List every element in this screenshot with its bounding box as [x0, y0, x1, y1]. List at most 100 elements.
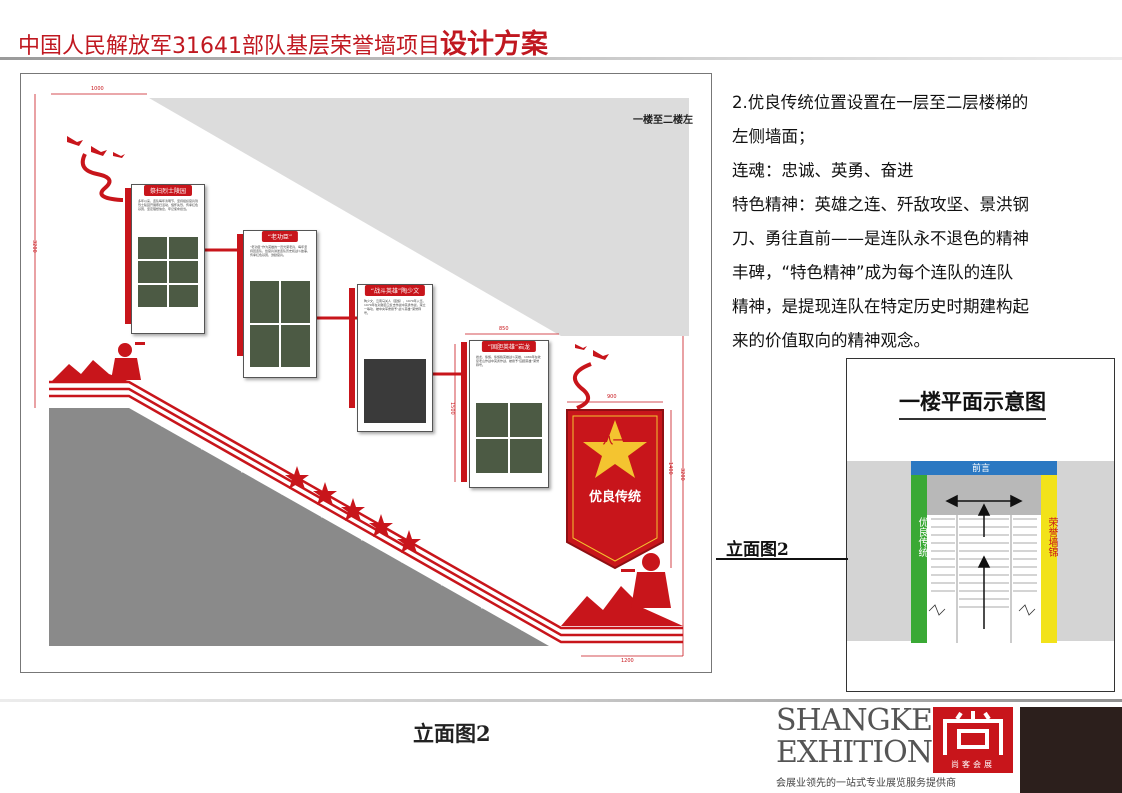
photo	[138, 261, 167, 283]
desc-line: 2.优良传统位置设置在一层至二层楼梯的	[732, 93, 1029, 112]
doves-left-icon	[67, 136, 125, 158]
banner-label: 优良传统	[588, 490, 641, 505]
plan-top-label: 前言	[972, 464, 991, 474]
logo-text-line1: SHANGKE	[776, 703, 933, 738]
desc-line: 精神，是提现连队在特定历史时期建构起	[732, 297, 1029, 316]
banner-border	[572, 415, 658, 562]
title-divider	[0, 57, 1122, 60]
panel-1: 祭扫烈士陵园 多年以来，连队每年清明节，坚持组织官兵到烈士陵园开展祭扫活动，缅怀…	[131, 184, 205, 334]
desc-line: 左侧墙面；	[732, 127, 815, 146]
panel3-sidebar	[349, 288, 355, 408]
dim-top-width: 1000	[91, 86, 104, 92]
company-tagline: 会展业领先的一站式专业展览服务提供商	[776, 778, 956, 789]
title-main: 中国人民解放军31641部队基层荣誉墙项目	[18, 34, 440, 59]
plan-arrows	[945, 494, 1023, 629]
elevation-caption: 立面图2	[413, 721, 491, 746]
portrait-photo	[364, 359, 426, 423]
plan-green-wall	[911, 475, 927, 643]
panel4-sidebar	[461, 342, 467, 482]
panel-3-body: 陶少文，云南马关人（苗族），1970年入伍，1979年在对越自卫反击作战中英勇作…	[364, 299, 426, 315]
soldier-right-icon	[621, 553, 671, 608]
photo	[138, 237, 167, 259]
dim-bottom-width: 1200	[621, 658, 634, 664]
panel-2-heading: “老功臣”	[261, 231, 299, 242]
stair-steps	[161, 425, 531, 631]
title-emphasis: 设计方案	[440, 29, 548, 60]
footer-divider	[0, 699, 1122, 702]
dimension-lines	[34, 93, 684, 657]
photo	[510, 439, 542, 473]
mountain-right	[561, 586, 683, 626]
photo	[169, 261, 198, 283]
plan-pointer-label: 立面图2	[726, 540, 789, 560]
ribbon-right	[572, 362, 592, 410]
panel-2-photos	[250, 281, 310, 367]
soldier-left-icon	[111, 342, 145, 380]
floor-plan: 一楼平面示意图	[846, 358, 1115, 692]
plan-floor	[847, 643, 1114, 691]
panel-2: “老功臣” “老功臣”作为英雄的一员光荣老兵，每年坚持回连队，给官兵讲述连队历史…	[243, 230, 317, 378]
elevation-drawing: 1000 3200 1200 850 1500 900 1400 3200 一楼…	[20, 73, 712, 673]
panel1-sidebar	[125, 188, 131, 324]
desc-line: 丰碑，“特色精神”成为每个连队的连队	[732, 263, 1014, 282]
panel-1-photos	[138, 237, 198, 307]
panel-4-heading: “固胆英雄”岩龙	[481, 341, 537, 352]
plan-pointer-line	[716, 558, 848, 560]
doves-right-icon	[575, 344, 609, 360]
photo	[169, 285, 198, 307]
photo	[281, 325, 310, 367]
dim-left-height: 3200	[31, 240, 37, 253]
logo-mark: 尚客会展	[933, 707, 1013, 773]
panel-1-heading: 祭扫烈士陵园	[143, 185, 193, 196]
logo-glyph-icon	[943, 711, 1003, 755]
panel-2-body: “老功臣”作为英雄的一员光荣老兵，每年坚持回连队，给官兵讲述连队历史和战斗故事，…	[250, 245, 311, 257]
photo	[250, 281, 279, 323]
panel-4-body: 岩龙，傣族，傣族籍英雄战斗英雄，1984年在收复老山作战中英勇作战，被授予“固胆…	[476, 355, 541, 367]
panel-1-body: 多年以来，连队每年清明节，坚持组织官兵到烈士陵园开展祭扫活动，缅怀先烈，传承红色…	[138, 199, 199, 211]
panel-3-heading: “战斗英雄”陶少文	[364, 285, 426, 296]
dim-banner-width: 900	[607, 394, 617, 400]
banner-star-icon	[583, 420, 647, 478]
panel-4: “固胆英雄”岩龙 岩龙，傣族，傣族籍英雄战斗英雄，1984年在收复老山作战中英勇…	[469, 340, 549, 488]
location-label: 一楼至二楼左	[633, 115, 693, 126]
photo	[250, 325, 279, 367]
break-mark	[928, 604, 946, 616]
panel2-sidebar	[237, 234, 243, 356]
plan-top-bar	[911, 461, 1057, 475]
dim-banner-height: 1400	[667, 462, 673, 475]
description: 2.优良传统位置设置在一层至二层楼梯的 左侧墙面； 连魂：忠诚、英勇、奋进 特色…	[732, 86, 1082, 358]
plan-graphics	[847, 461, 1114, 691]
dim-panel-height: 1500	[449, 402, 455, 415]
dim-panel-width: 850	[499, 326, 509, 332]
photo	[169, 237, 198, 259]
banner-shape	[566, 409, 664, 570]
elevation-graphics	[34, 93, 689, 657]
banner-emblem: 八一	[603, 436, 623, 447]
ribbon-left	[80, 153, 123, 202]
desc-line: 刀、勇往直前——是连队永不退色的精神	[732, 229, 1029, 248]
slope-stars	[285, 466, 421, 553]
dim-right-height: 3200	[679, 468, 685, 481]
logo-text-line2: EXHITION	[776, 735, 933, 770]
mountain-left	[51, 360, 131, 382]
desc-line: 特色精神：英雄之连、歼敌攻坚、景洪钢	[732, 195, 1029, 214]
photo	[138, 285, 167, 307]
stair-mass	[49, 408, 549, 646]
desc-line: 连魂：忠诚、英勇、奋进	[732, 161, 914, 180]
page-title: 中国人民解放军31641部队基层荣誉墙项目设计方案	[18, 22, 548, 61]
corner-block	[1020, 707, 1122, 793]
panel-3-photos	[364, 359, 426, 423]
panel-4-photos	[476, 403, 542, 473]
panel-3: “战斗英雄”陶少文 陶少文，云南马关人（苗族），1970年入伍，1979年在对越…	[357, 284, 433, 432]
plan-left-label: 优良传统	[916, 517, 927, 557]
photo	[476, 439, 508, 473]
desc-line: 来的价值取向的精神观念。	[732, 331, 930, 350]
break-mark	[1018, 604, 1036, 616]
photo	[476, 403, 508, 437]
plan-yellow-wall	[1041, 475, 1057, 643]
logo-subtext: 尚客会展	[951, 760, 995, 769]
photo	[510, 403, 542, 437]
plan-title: 一楼平面示意图	[899, 386, 1046, 420]
ceiling-shape	[149, 98, 689, 336]
photo	[281, 281, 310, 323]
